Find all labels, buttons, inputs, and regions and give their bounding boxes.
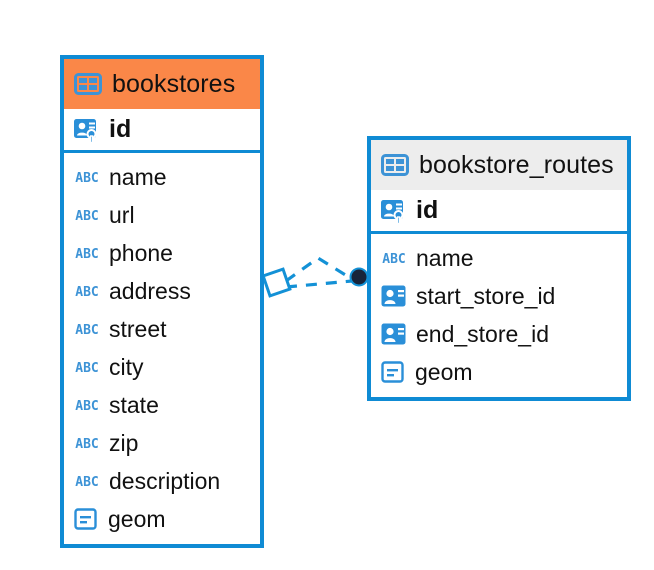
field-row[interactable]: ABC name bbox=[371, 239, 627, 277]
field-label: address bbox=[109, 277, 191, 304]
relationship-line-lower bbox=[285, 279, 353, 289]
field-label: phone bbox=[109, 239, 173, 266]
field-row[interactable]: ABC address bbox=[64, 272, 260, 310]
field-label: street bbox=[109, 315, 167, 342]
primary-key-icon bbox=[74, 117, 100, 143]
primary-key-label-bookstore-routes: id bbox=[416, 196, 439, 224]
field-row[interactable]: ABC state bbox=[64, 386, 260, 424]
primary-key-icon bbox=[381, 198, 407, 224]
field-row[interactable]: ABC phone bbox=[64, 234, 260, 272]
field-row[interactable]: end_store_id bbox=[371, 315, 627, 353]
field-row[interactable]: ABC city bbox=[64, 348, 260, 386]
field-label: description bbox=[109, 467, 221, 494]
foreign-key-icon bbox=[381, 285, 407, 307]
field-row[interactable]: ABC street bbox=[64, 310, 260, 348]
primary-key-row-bookstore-routes[interactable]: id bbox=[371, 190, 627, 234]
svg-text:ABC: ABC bbox=[75, 437, 98, 451]
abc-text-icon: ABC bbox=[74, 245, 100, 261]
svg-text:ABC: ABC bbox=[75, 399, 98, 413]
field-row[interactable]: ABC zip bbox=[64, 424, 260, 462]
field-row[interactable]: ABC description bbox=[64, 462, 260, 500]
field-list-bookstore-routes: ABC name start_store_id bbox=[371, 234, 627, 397]
field-label: city bbox=[109, 353, 144, 380]
field-label: start_store_id bbox=[416, 282, 556, 309]
abc-text-icon: ABC bbox=[74, 283, 100, 299]
abc-text-icon: ABC bbox=[74, 207, 100, 223]
field-row[interactable]: geom bbox=[371, 353, 627, 391]
abc-text-icon: ABC bbox=[74, 435, 100, 451]
field-row[interactable]: ABC name bbox=[64, 158, 260, 196]
svg-text:ABC: ABC bbox=[75, 285, 98, 299]
relationship-line-upper bbox=[285, 256, 353, 283]
primary-key-row-bookstores[interactable]: id bbox=[64, 109, 260, 153]
field-row[interactable]: ABC url bbox=[64, 196, 260, 234]
svg-text:ABC: ABC bbox=[75, 209, 98, 223]
entity-header-bookstores[interactable]: bookstores bbox=[64, 59, 260, 109]
field-label: geom bbox=[108, 505, 166, 532]
primary-key-label-bookstores: id bbox=[109, 115, 132, 143]
geometry-icon bbox=[381, 361, 406, 383]
table-icon bbox=[74, 73, 102, 95]
svg-text:ABC: ABC bbox=[75, 475, 98, 489]
field-label: name bbox=[109, 163, 167, 190]
abc-text-icon: ABC bbox=[74, 397, 100, 413]
field-row[interactable]: geom bbox=[64, 500, 260, 538]
field-label: end_store_id bbox=[416, 320, 549, 347]
abc-text-icon: ABC bbox=[381, 250, 407, 266]
foreign-key-icon bbox=[381, 323, 407, 345]
field-row[interactable]: start_store_id bbox=[371, 277, 627, 315]
field-label: state bbox=[109, 391, 159, 418]
entity-bookstore-routes[interactable]: bookstore_routes id ABC bbox=[367, 136, 631, 401]
svg-text:ABC: ABC bbox=[75, 323, 98, 337]
geometry-icon bbox=[74, 508, 99, 530]
abc-text-icon: ABC bbox=[74, 359, 100, 375]
filled-circle-marker bbox=[349, 267, 369, 287]
field-label: name bbox=[416, 244, 474, 271]
entity-title-bookstore-routes: bookstore_routes bbox=[419, 150, 614, 179]
abc-text-icon: ABC bbox=[74, 169, 100, 185]
svg-text:ABC: ABC bbox=[75, 247, 98, 261]
field-label: url bbox=[109, 201, 135, 228]
entity-bookstores[interactable]: bookstores id bbox=[60, 55, 264, 548]
entity-title-bookstores: bookstores bbox=[112, 69, 236, 98]
entity-header-bookstore-routes[interactable]: bookstore_routes bbox=[371, 140, 627, 190]
abc-text-icon: ABC bbox=[74, 473, 100, 489]
field-list-bookstores: ABC name ABC url ABC p bbox=[64, 153, 260, 544]
svg-text:ABC: ABC bbox=[75, 171, 98, 185]
table-icon bbox=[381, 154, 409, 176]
svg-text:ABC: ABC bbox=[382, 252, 405, 266]
svg-text:ABC: ABC bbox=[75, 361, 98, 375]
field-label: geom bbox=[415, 358, 473, 385]
abc-text-icon: ABC bbox=[74, 321, 100, 337]
field-label: zip bbox=[109, 429, 139, 456]
diamond-marker bbox=[261, 267, 292, 298]
